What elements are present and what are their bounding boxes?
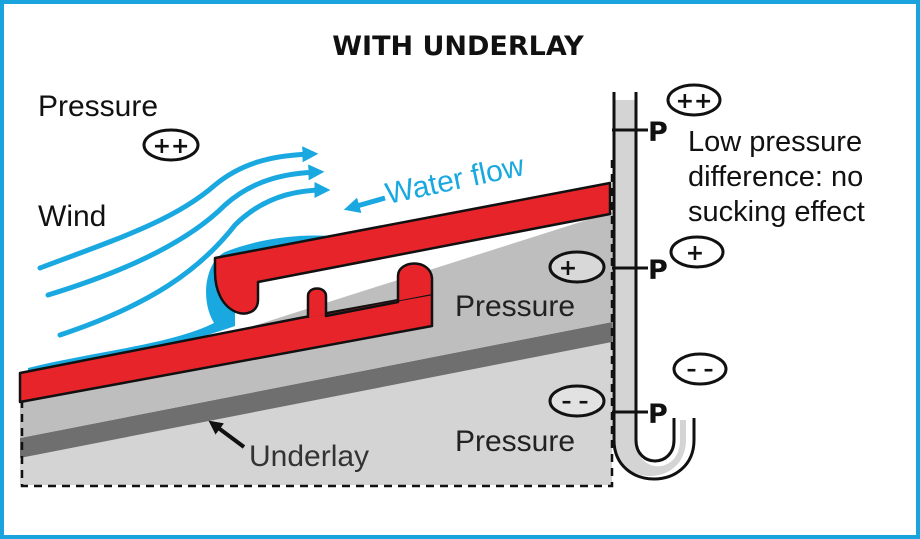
gauge-badge-mid: +: [669, 235, 725, 269]
gauge-badge-bottom: – –: [672, 352, 728, 386]
loft-zone: [20, 342, 612, 485]
pressure-outside-label: Pressure: [38, 90, 158, 123]
badge-middle-text: +: [559, 256, 577, 281]
wind-arrow-3: [57, 182, 331, 338]
roof-dashed-outline: [20, 158, 614, 488]
wind-arrow-2: [45, 164, 325, 298]
gauge-mark-bottom: P: [648, 399, 668, 430]
underlay-layer: [20, 322, 612, 458]
gauge-badge-top: ++: [666, 83, 722, 117]
badge-outside-text: ++: [153, 134, 190, 159]
underlay-label: Underlay: [249, 440, 369, 473]
badge-middle: +: [548, 250, 606, 284]
pressure-middle-label: Pressure: [455, 290, 575, 323]
low-pressure-line-1: Low pressure: [688, 126, 862, 158]
badge-bottom: – –: [548, 384, 606, 418]
badge-bottom-text: – –: [562, 389, 589, 413]
pressure-bottom-label: Pressure: [455, 425, 575, 458]
manometer-tube-inner: [634, 92, 676, 463]
low-pressure-line-2: difference: no: [688, 161, 863, 193]
wind-arrows: [37, 146, 331, 338]
gauge-badge-mid-text: +: [686, 241, 704, 266]
wind-arrow-1: [37, 146, 319, 271]
lower-roof-tile: [18, 292, 434, 404]
manometer-tube-outer: [612, 92, 696, 481]
gauge-mark-mid: P: [648, 255, 668, 286]
gauge-badge-top-text: ++: [676, 89, 713, 114]
underlay-pointer-arrow: [208, 420, 246, 449]
low-pressure-line-3: sucking effect: [688, 196, 865, 228]
diagram-title: WITH UNDERLAY: [332, 31, 584, 62]
gauge-mark-top: P: [648, 117, 668, 148]
tile-interlock-lugs: [306, 262, 434, 318]
upper-roof-tile: [213, 181, 612, 315]
badge-outside: ++: [142, 128, 200, 162]
gauge-badge-bottom-text: – –: [687, 357, 714, 381]
manometer: P P P: [612, 92, 696, 481]
water-flow-arrow: [343, 195, 386, 214]
manometer-fluid: [614, 100, 686, 476]
wind-label: Wind: [38, 200, 106, 233]
